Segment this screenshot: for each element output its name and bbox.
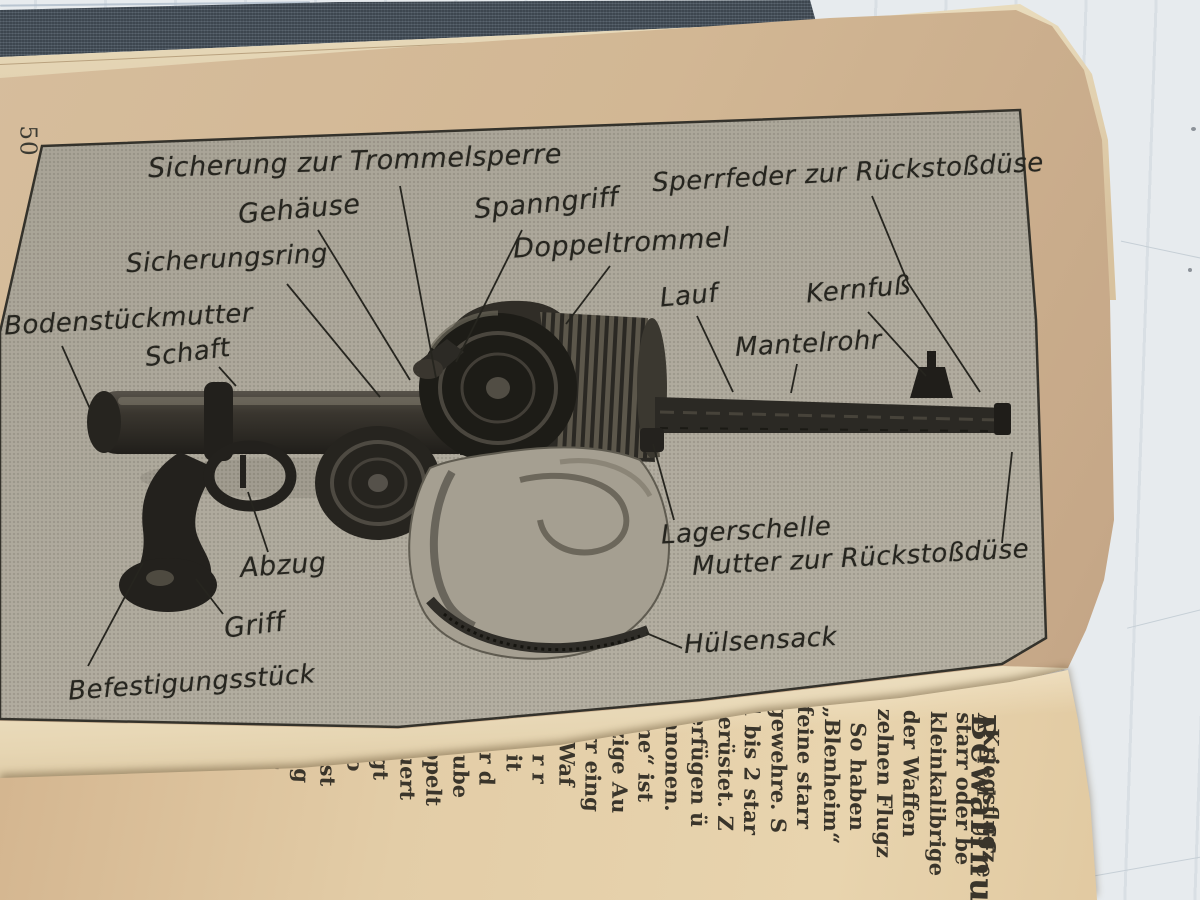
turning-page: Bewaffnung A l l g e m e i n Kriegsflugz…	[0, 670, 1097, 900]
dust-speck	[1188, 268, 1192, 272]
rotated-page-text: Bewaffnung A l l g e m e i n Kriegsflugz…	[51, 672, 1004, 900]
dust-speck	[1191, 127, 1196, 131]
turning-page-wrapper: Bewaffnung A l l g e m e i n Kriegsflugz…	[0, 600, 1200, 900]
label-abzug: Abzug	[239, 547, 328, 584]
page-number: 50	[14, 125, 41, 157]
label-lauf: Lauf	[658, 278, 720, 314]
